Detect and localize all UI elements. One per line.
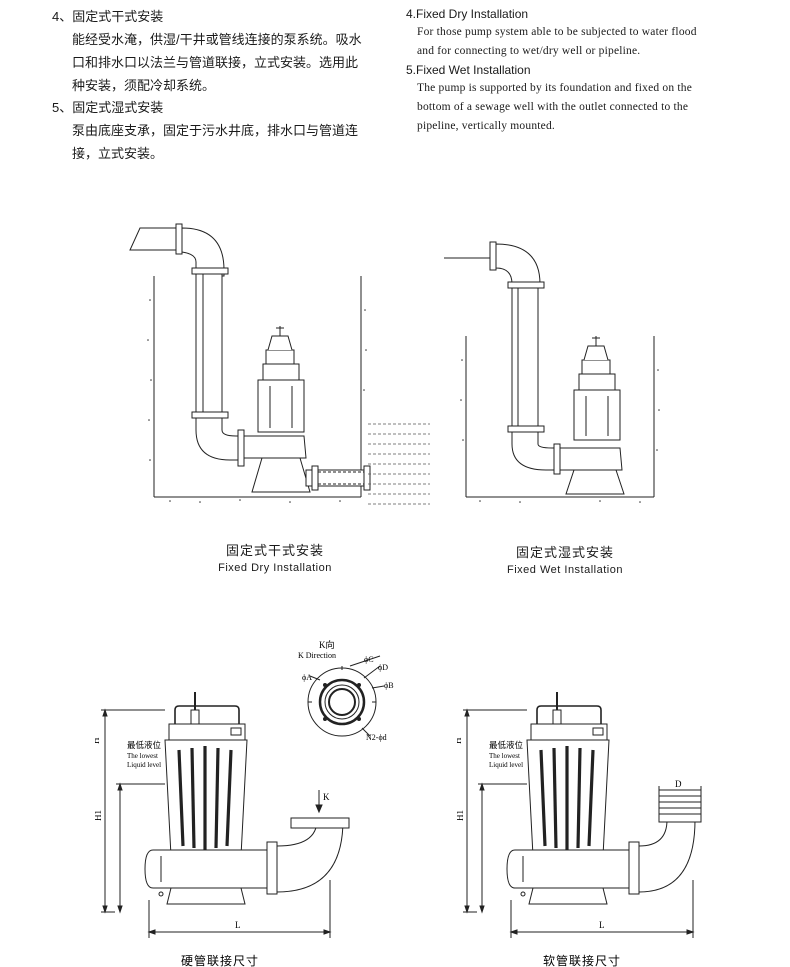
hard-pipe-caption: 硬管联接尺寸 bbox=[181, 953, 259, 967]
en-item5-line: The pump is supported by its foundation … bbox=[417, 82, 693, 94]
phi-a-label: ϕA bbox=[302, 673, 312, 682]
en-item5-title: 5.Fixed Wet Installation bbox=[406, 63, 531, 77]
k-view-title-en: K Direction bbox=[298, 651, 336, 660]
en-item5-line: pipeline, vertically mounted. bbox=[417, 120, 556, 132]
dim-d-label: D bbox=[675, 779, 682, 789]
dry-caption-en: Fixed Dry Installation bbox=[218, 562, 332, 574]
dry-installation-figure bbox=[129, 223, 430, 505]
lowest-level-en: The lowest bbox=[127, 752, 158, 760]
zh-item4-line: 能经受水淹，供湿/干井或管线连接的泵系统。吸水 bbox=[72, 32, 362, 47]
zh-item5-line: 接，立式安装。 bbox=[72, 146, 164, 161]
lowest-level-en: The lowest bbox=[489, 752, 520, 760]
dim-h1-label: H1 bbox=[457, 810, 465, 821]
en-item4-line: and for connecting to wet/dry well or pi… bbox=[417, 45, 641, 57]
lowest-level-zh: 最低液位 bbox=[489, 740, 524, 750]
hard-pipe-connection-drawing: H1 H L K 最低液位 The lowest Liquid level 硬管… bbox=[95, 692, 350, 967]
zh-item4-line: 种安装，须配冷却系统。 bbox=[72, 78, 216, 93]
k-view-title-zh: K向 bbox=[319, 639, 335, 650]
chinese-description: 4、固定式干式安装 能经受水淹，供湿/干井或管线连接的泵系统。吸水 口和排水口以… bbox=[52, 6, 382, 165]
bolt-holes-label: N2-ϕd bbox=[366, 733, 387, 742]
soft-pipe-connection-drawing: H1 H L D 最低液位 The lowest Liquid level 软管… bbox=[457, 692, 702, 967]
dry-caption-zh: 固定式干式安装 bbox=[225, 543, 324, 558]
zh-item5-line: 泵由底座支承，固定于污水井底，排水口与管道连 bbox=[72, 123, 359, 138]
lowest-level-en: Liquid level bbox=[489, 761, 523, 769]
dim-l-label: L bbox=[235, 920, 241, 930]
en-item4-title: 4.Fixed Dry Installation bbox=[406, 7, 529, 21]
wet-caption-en: Fixed Wet Installation bbox=[507, 564, 623, 576]
dim-h1-label: H1 bbox=[95, 810, 103, 821]
en-item4-line: For those pump system able to be subject… bbox=[417, 26, 697, 38]
english-description: 4.Fixed Dry Installation For those pump … bbox=[406, 5, 756, 136]
dim-h-label: H bbox=[457, 737, 463, 744]
wet-caption-zh: 固定式湿式安装 bbox=[515, 545, 614, 560]
zh-item4-line: 口和排水口以法兰与管道联接，立式安装。选用此 bbox=[72, 55, 359, 70]
phi-b-label: ϕB bbox=[384, 681, 394, 690]
phi-d-label: ϕD bbox=[378, 663, 388, 672]
k-direction-arrow-label: K bbox=[323, 792, 330, 802]
wet-installation-figure bbox=[444, 241, 660, 503]
zh-item4-title: 4、固定式干式安装 bbox=[52, 9, 164, 24]
phi-c-label: ϕC bbox=[364, 655, 374, 664]
zh-item5-title: 5、固定式湿式安装 bbox=[52, 100, 164, 115]
lowest-level-en: Liquid level bbox=[127, 761, 161, 769]
en-item5-line: bottom of a sewage well with the outlet … bbox=[417, 101, 689, 113]
dim-l-label: L bbox=[599, 920, 605, 930]
lowest-level-zh: 最低液位 bbox=[127, 740, 162, 750]
k-direction-flange-view: K向 K Direction ϕC ϕD ϕB ϕA N2-ϕd bbox=[298, 639, 394, 742]
soft-pipe-caption: 软管联接尺寸 bbox=[543, 953, 621, 967]
dim-h-label: H bbox=[95, 737, 101, 744]
